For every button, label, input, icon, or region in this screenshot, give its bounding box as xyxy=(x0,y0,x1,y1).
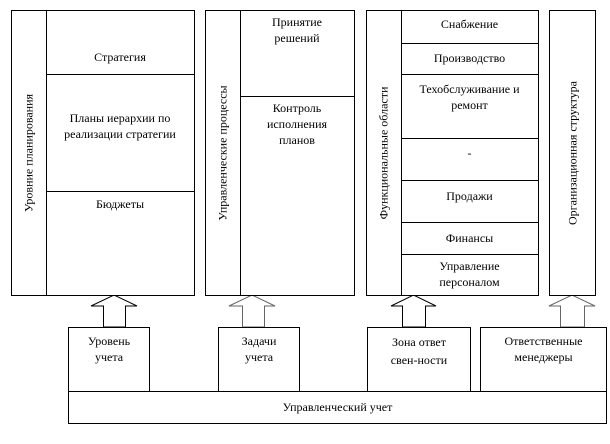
functional-label: Функциональные области xyxy=(376,86,391,220)
bottom-box-responsibility-zone: Зона ответсвен-ности xyxy=(367,327,471,392)
management-accounting-base: Управленческий учет xyxy=(68,391,607,424)
responsibility-zone-label: Зона ответсвен-ности xyxy=(390,335,448,367)
bottom-box-accounting-level: Уровень учета xyxy=(68,327,150,392)
planning-box: Уровние планирования Стратегия Планы иер… xyxy=(11,10,195,296)
responsible-managers-label: Ответственные менеджеры xyxy=(504,334,583,364)
org-structure-label: Организационная структура xyxy=(565,81,579,225)
arrow-up-icon xyxy=(390,294,437,328)
functional-row-finance: Финансы xyxy=(401,222,538,254)
bottom-box-accounting-tasks: Задачи учета xyxy=(218,327,300,392)
arrow-up-icon xyxy=(228,294,276,328)
processes-label: Управленческие процессы xyxy=(215,85,230,221)
processes-label-column: Управленческие процессы xyxy=(206,11,241,295)
functional-row-maintenance: Техобслуживание и ремонт xyxy=(401,74,538,138)
planning-label: Уровние планирования xyxy=(21,93,36,213)
processes-row-decisions: Принятие решений xyxy=(271,15,323,45)
functional-label-column: Функциональные области xyxy=(367,11,402,295)
planning-label-column: Уровние планирования xyxy=(12,11,47,295)
bottom-box-responsible-managers: Ответственные менеджеры xyxy=(480,327,607,392)
accounting-level-label: Уровень учета xyxy=(87,334,131,364)
functional-row-empty: - xyxy=(401,138,538,180)
planning-row-strategy: Стратегия xyxy=(94,50,146,64)
functional-row-supply: Снабжение xyxy=(440,17,499,31)
planning-row-plans: Планы иерархии по реализации стратегии xyxy=(46,74,194,191)
management-accounting-label: Управленческий учет xyxy=(282,400,393,414)
processes-box: Управленческие процессы Принятие решений… xyxy=(205,10,355,296)
functional-row-sales: Продажи xyxy=(401,180,538,222)
processes-row-control: Контроль исполнения планов xyxy=(240,96,354,295)
planning-row-budgets: Бюджеты xyxy=(46,191,194,295)
accounting-tasks-label: Задачи учета xyxy=(241,334,277,364)
arrow-up-icon xyxy=(90,294,138,328)
functional-box: Функциональные области Снабжение Произво… xyxy=(366,10,539,296)
org-structure-box: Организационная структура xyxy=(549,10,596,296)
arrow-up-icon xyxy=(548,294,596,328)
functional-row-production: Производство xyxy=(401,43,538,74)
functional-row-hr: Управление персоналом xyxy=(401,254,538,295)
